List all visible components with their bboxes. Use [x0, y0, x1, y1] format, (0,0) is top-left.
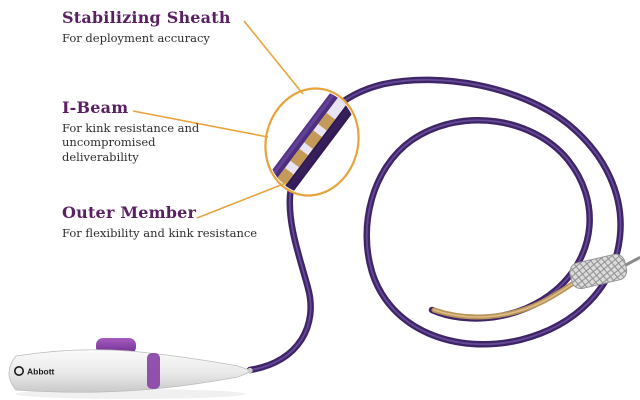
handle-body: [8, 349, 254, 393]
ibeam-segment: [290, 148, 309, 168]
leader-line-stabilizing-sheath: [243, 20, 304, 95]
callout-description: For deployment accuracy: [62, 31, 210, 45]
callout-stabilizing-sheath: Stabilizing Sheath For deployment accura…: [62, 8, 272, 45]
abbott-logo-icon: [14, 365, 24, 376]
stent: [569, 253, 640, 290]
callout-description: For kink resistance and uncompromised de…: [62, 121, 200, 164]
callout-description: For flexibility and kink resistance: [62, 226, 258, 240]
distal-shaft: [431, 277, 581, 320]
magnified-catheter-section: [263, 83, 361, 201]
callout-outer-member: Outer Member For flexibility and kink re…: [62, 203, 302, 240]
leader-lines: [132, 20, 304, 219]
callout-title: I-Beam: [62, 98, 129, 117]
handle-brand-text: Abbott: [27, 367, 55, 377]
ibeam-segment: [304, 130, 323, 150]
callout-title: Outer Member: [62, 203, 197, 222]
callout-ibeam: I-Beam For kink resistance and uncomprom…: [62, 98, 234, 164]
ibeam-segment: [318, 112, 336, 131]
handle-nose-tip: [247, 367, 253, 374]
handle-purple-band: [147, 353, 160, 389]
leader-line-ibeam: [132, 110, 269, 138]
leader-line-outer-member: [196, 182, 287, 219]
callout-title: Stabilizing Sheath: [62, 8, 231, 27]
magnifier: [263, 83, 361, 201]
ibeam-segment: [277, 167, 294, 185]
guidewire-tip: [624, 256, 640, 267]
delivery-handle: Abbott: [8, 338, 254, 393]
